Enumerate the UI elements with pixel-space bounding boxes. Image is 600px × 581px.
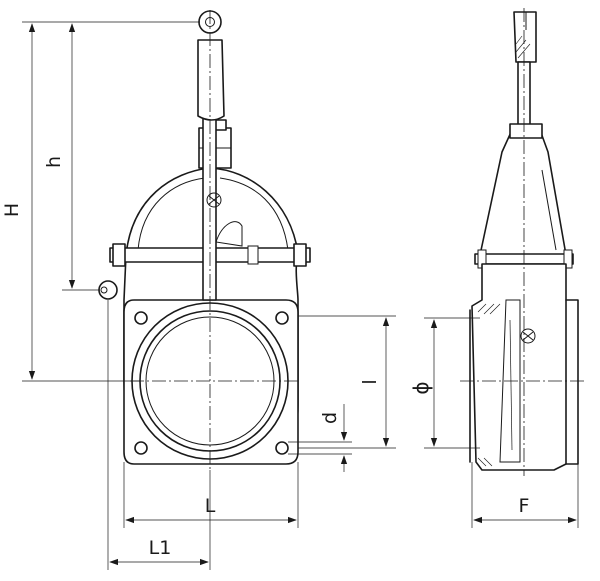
side-lifting-fork (513, 11, 537, 63)
bonnet-inner-line (137, 177, 206, 251)
side-gate-inner (509, 319, 513, 451)
bonnet-inner-line-right (219, 177, 289, 251)
bolt-mid (247, 245, 259, 265)
bolt-hole-top-right (275, 311, 289, 325)
dimension-lines (22, 21, 579, 570)
side-rib-line (541, 169, 557, 251)
side-lug (98, 280, 118, 300)
side-body (471, 263, 579, 471)
side-view (460, 8, 586, 476)
bolt-hole-bottom-left (134, 441, 148, 455)
side-body-hatch (477, 303, 501, 467)
dimension-labels: H h L L1 l d ϕ F (1, 156, 529, 559)
bolt-hole-bottom-right (275, 441, 289, 455)
side-lug-hole (100, 286, 108, 294)
side-bolt-right (563, 249, 573, 269)
label-h: h (43, 156, 65, 168)
label-L: L (205, 495, 216, 517)
square-flange (123, 299, 299, 465)
bolt-hole-top-left (134, 311, 148, 325)
side-gland (509, 123, 543, 139)
logo-emblem (206, 192, 222, 208)
label-phi: ϕ (409, 381, 433, 394)
label-H: H (1, 203, 23, 217)
side-logo-emblem (520, 328, 536, 344)
label-l: l (359, 379, 381, 384)
label-F: F (519, 495, 530, 517)
label-d: d (319, 412, 341, 424)
front-view (98, 10, 311, 470)
label-L1: L1 (149, 537, 172, 559)
bolt-left (112, 243, 126, 267)
handle-grip (197, 39, 225, 121)
side-gate-wedge (499, 299, 521, 463)
bolt-right (293, 243, 307, 267)
yoke-window (215, 221, 243, 247)
